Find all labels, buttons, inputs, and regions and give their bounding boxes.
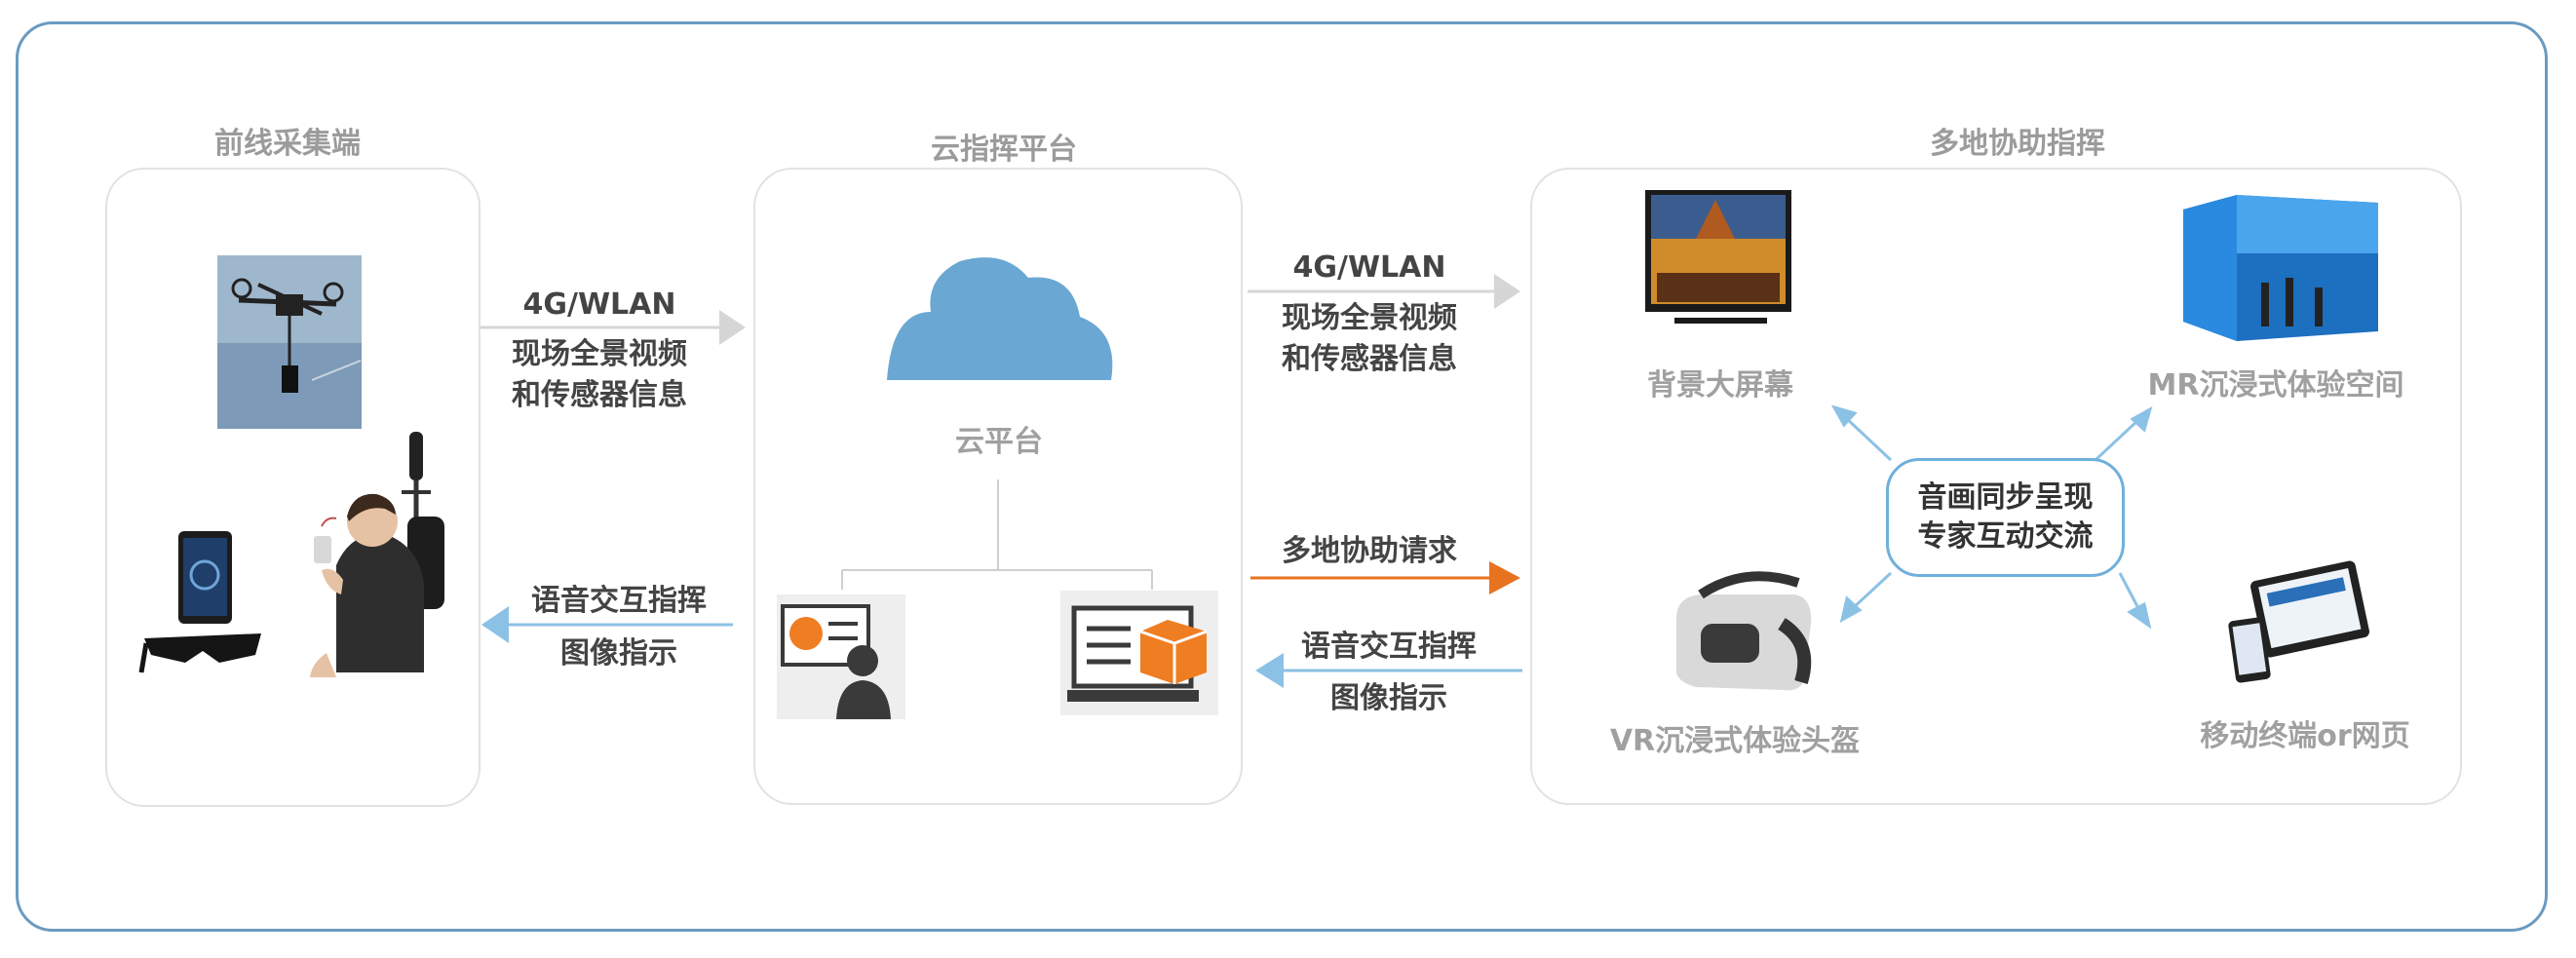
big-screen-tv [1645,190,1791,324]
laptop-box-icon [1060,591,1218,715]
hub-sync-box: 音画同步呈现 专家互动交流 [1886,458,2125,577]
downlink-left-line2: 图像指示 [560,636,677,671]
downlink-right-line1: 语音交互指挥 [1301,630,1477,664]
uplink-right-protocol: 4G/WLAN [1292,250,1446,285]
request-label: 多地协助请求 [1282,534,1457,568]
uplink-arrow-left [481,310,746,345]
uplink-left-line1: 现场全景视频 [512,337,687,371]
vr-headset-label: VR沉浸式体验头盔 [1609,724,1861,758]
mobile-web-devices [2228,560,2369,683]
section-title-cloud-command: 云指挥平台 [931,133,1077,167]
tablet-device [178,531,232,624]
section-title-frontline: 前线采集端 [214,127,361,161]
mobile-web-label: 移动终端or网页 [2200,719,2410,753]
vr-headset [1676,571,1812,691]
cloud-icon [887,257,1113,380]
hub-connectors [1830,404,2153,630]
drone-photo [217,255,362,429]
cloud-connector [841,479,1153,590]
downlink-right-line2: 图像指示 [1330,681,1447,715]
downlink-arrow-right [1255,653,1522,688]
section-title-multi-site: 多地协助指挥 [1930,127,2105,161]
presenter-icon [777,594,905,719]
outer-frame [16,21,2548,932]
hub-line2: 专家互动交流 [1917,519,2094,554]
big-screen-label: 背景大屏幕 [1647,368,1793,402]
mr-space-label: MR沉浸式体验空间 [2147,368,2404,402]
uplink-arrow-right [1248,274,1520,309]
uplink-right-line2: 和传感器信息 [1282,342,1457,376]
request-arrow [1250,561,1520,594]
uplink-right-line1: 现场全景视频 [1282,301,1457,335]
uplink-left-line2: 和传感器信息 [512,378,687,412]
operator-with-backpack-camera [310,432,444,677]
downlink-left-line1: 语音交互指挥 [531,584,707,618]
mr-space-room [2183,195,2378,341]
hub-line1: 音画同步呈现 [1917,480,2094,515]
ar-glasses [138,633,261,673]
downlink-arrow-left [481,606,733,643]
uplink-left-protocol: 4G/WLAN [522,287,676,322]
cloud-platform-label: 云平台 [955,425,1043,459]
